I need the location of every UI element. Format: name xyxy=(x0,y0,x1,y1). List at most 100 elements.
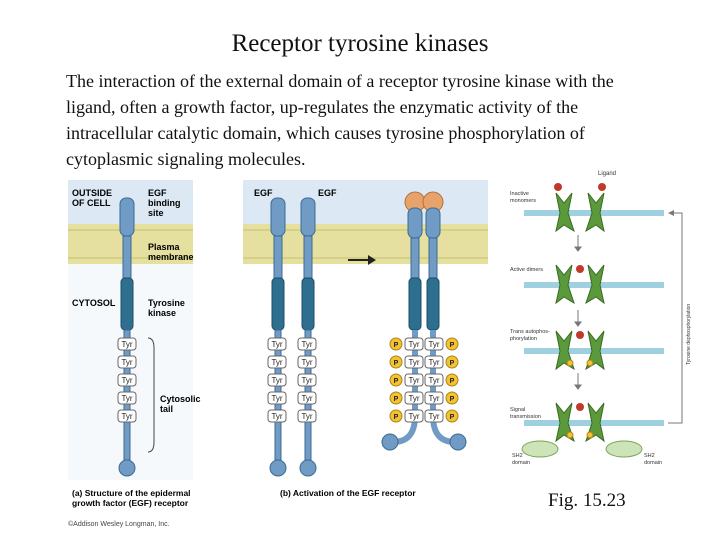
egf-label-2: EGF xyxy=(318,188,337,198)
tyr-label: Tyr xyxy=(271,376,282,385)
phosphate-dot xyxy=(566,431,574,439)
tyr-residue: Tyr xyxy=(297,409,317,423)
tyr-residue: Tyr xyxy=(424,337,444,351)
tyr-label: Tyr xyxy=(121,394,132,403)
p-label: P xyxy=(450,414,455,421)
phosphate-group: P xyxy=(445,409,459,423)
ligand-dot xyxy=(576,331,584,339)
tyr-residue: Tyr xyxy=(297,337,317,351)
tyr-residue: Tyr xyxy=(297,373,317,387)
caption-b: (b) Activation of the EGF receptor xyxy=(280,488,416,498)
tyr-label: Tyr xyxy=(271,394,282,403)
tyr-residue: Tyr xyxy=(117,373,137,387)
receptor-shape xyxy=(555,264,575,305)
cytosol-label: CYTOSOL xyxy=(72,298,116,308)
phosphate-dot xyxy=(586,431,594,439)
p-label: P xyxy=(450,360,455,367)
tyr-label: Tyr xyxy=(428,340,439,349)
tyr-residue: Tyr xyxy=(404,355,424,369)
tyr-label: Tyr xyxy=(121,358,132,367)
phosphate-group: P xyxy=(389,391,403,405)
tyr-residue: Tyr xyxy=(117,391,137,405)
tyr-label: Tyr xyxy=(408,358,419,367)
tyr-label: Tyr xyxy=(408,340,419,349)
phosphate-dot xyxy=(586,359,594,367)
p-label: P xyxy=(394,360,399,367)
ligand-label: Ligand xyxy=(598,171,616,177)
description-paragraph: The interaction of the external domain o… xyxy=(66,71,614,169)
ligand-dot xyxy=(576,403,584,411)
tyr-residue: Tyr xyxy=(404,391,424,405)
copyright-text: ©Addison Wesley Longman, Inc. xyxy=(68,520,170,528)
phosphate-group: P xyxy=(445,391,459,405)
phosphate-group: P xyxy=(445,355,459,369)
tyr-label: Tyr xyxy=(301,376,312,385)
tyr-label: Tyr xyxy=(121,340,132,349)
tyr-label: Tyr xyxy=(408,376,419,385)
egf-label-1: EGF xyxy=(254,188,273,198)
sh2-domain-right xyxy=(605,440,643,458)
tyr-label: Tyr xyxy=(271,340,282,349)
tyr-label: Tyr xyxy=(301,394,312,403)
p-label: P xyxy=(394,342,399,349)
tyr-residue: Tyr xyxy=(267,373,287,387)
tyrosine-dephosphorylation-label: Tyrosine dephosphorylation xyxy=(686,304,692,365)
tyr-residue: Tyr xyxy=(267,391,287,405)
tyr-residue: Tyr xyxy=(404,337,424,351)
tyr-residue: Tyr xyxy=(267,355,287,369)
tyr-label: Tyr xyxy=(271,412,282,421)
activation-arrow xyxy=(348,255,376,265)
p-label: P xyxy=(450,342,455,349)
tyr-residue: Tyr xyxy=(297,355,317,369)
tyr-label: Tyr xyxy=(428,394,439,403)
tyr-residue: Tyr xyxy=(404,373,424,387)
tyr-residue: Tyr xyxy=(117,337,137,351)
ligand-dot xyxy=(554,183,562,191)
receptor-shape xyxy=(555,192,575,233)
p-label: P xyxy=(394,414,399,421)
p-label: P xyxy=(394,378,399,385)
tyr-label: Tyr xyxy=(428,376,439,385)
tyr-label: Tyr xyxy=(428,358,439,367)
tyr-residue: Tyr xyxy=(424,409,444,423)
ligand-dot xyxy=(576,265,584,273)
tyr-residue: Tyr xyxy=(424,391,444,405)
tyr-residue: Tyr xyxy=(117,355,137,369)
trans-autophosphorylation-label: Trans autophos-phorylation xyxy=(510,329,550,342)
p-label: P xyxy=(394,396,399,403)
tyr-residue: Tyr xyxy=(267,337,287,351)
tyr-residue: Tyr xyxy=(117,409,137,423)
active-dimers-label: Active dimers xyxy=(510,267,543,273)
phosphate-dot xyxy=(566,359,574,367)
phosphate-group: P xyxy=(389,409,403,423)
tyr-label: Tyr xyxy=(301,358,312,367)
tyr-residue: Tyr xyxy=(297,391,317,405)
tyr-label: Tyr xyxy=(408,394,419,403)
tyr-residue: Tyr xyxy=(424,355,444,369)
page-title: Receptor tyrosine kinases xyxy=(231,30,489,57)
tyr-label: Tyr xyxy=(271,358,282,367)
phosphate-group: P xyxy=(389,373,403,387)
p-label: P xyxy=(450,378,455,385)
tyr-residue: Tyr xyxy=(424,373,444,387)
tyr-label: Tyr xyxy=(428,412,439,421)
tyr-label: Tyr xyxy=(121,376,132,385)
tyr-label: Tyr xyxy=(301,412,312,421)
tyr-label: Tyr xyxy=(408,412,419,421)
sh2-domain-left xyxy=(521,440,559,458)
phosphate-group: P xyxy=(445,373,459,387)
tyr-label: Tyr xyxy=(301,340,312,349)
tyr-residue: Tyr xyxy=(404,409,424,423)
tyr-residue: Tyr xyxy=(267,409,287,423)
ligand-dot xyxy=(598,183,606,191)
